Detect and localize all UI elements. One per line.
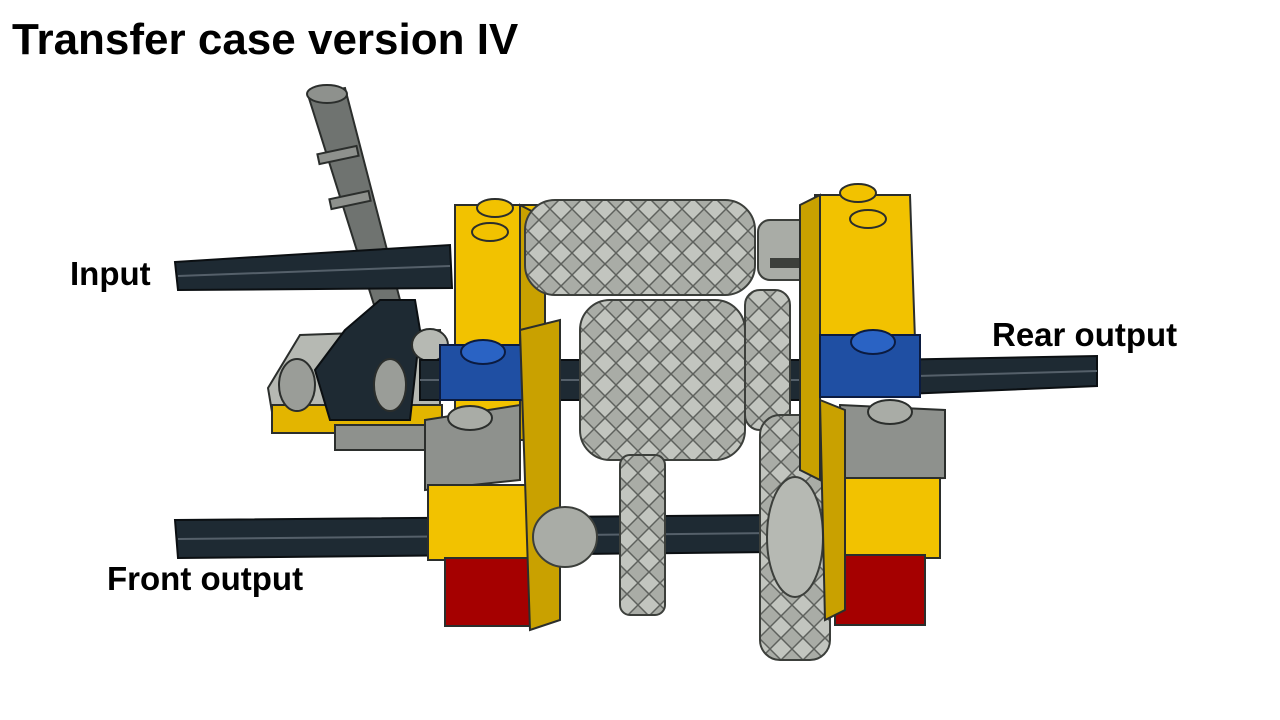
diagram-title: Transfer case version IV [12,15,519,64]
input-label: Input [70,255,151,292]
front-output-label: Front output [107,560,304,597]
gear-stack [524,199,831,661]
left-frame [424,198,561,632]
lever-mount [266,299,449,451]
rear-output-label: Rear output [992,316,1178,353]
right-frame [799,183,946,626]
